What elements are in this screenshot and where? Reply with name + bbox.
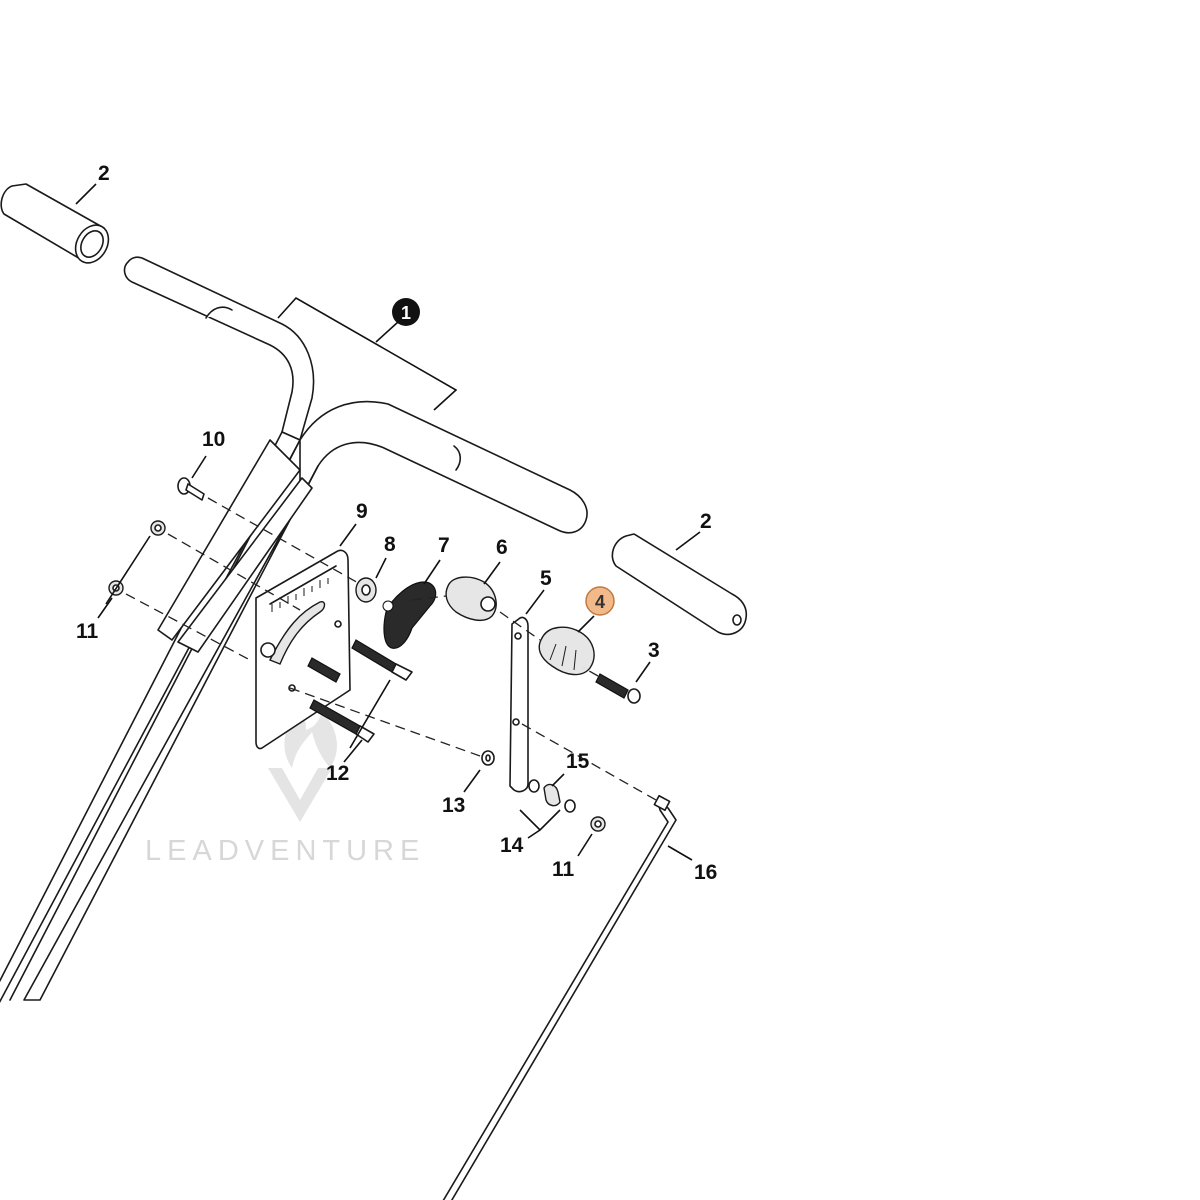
callout-6: 6 [496,536,508,559]
link-bar [509,616,529,793]
watermark-text: LEADVENTURE [145,835,425,867]
bushing-15 [543,783,561,807]
callout-15: 15 [566,750,590,773]
washer-left [528,779,540,793]
control-rod [442,794,677,1200]
flat-washer [481,750,495,766]
callout-11-left: 11 [76,620,99,643]
callout-4-badge [585,586,615,616]
bolt-upper [307,639,413,683]
cap-screw [595,673,641,704]
callout-5: 5 [540,567,552,590]
washer-right [564,799,576,813]
callout-2-left: 2 [98,162,110,185]
assembly-lines [125,497,657,801]
callout-7: 7 [438,534,450,557]
clevis-pin [177,477,205,501]
callout-9: 9 [356,500,368,523]
callout-13: 13 [442,794,465,817]
callout-3: 3 [648,639,660,662]
callout-8: 8 [384,533,396,556]
callout-1: 1 [401,303,411,323]
callout-11-right: 11 [552,858,575,881]
adjustment-knob [445,576,497,622]
leader-lines [75,183,701,861]
callout-2-right: 2 [700,510,712,533]
spacer-bushing [355,577,377,603]
hand-grip-left [0,183,110,264]
callout-10: 10 [202,428,225,451]
knob-sleeve [538,626,595,676]
angle-plate [255,549,351,750]
star-knob [382,581,437,649]
callout-12: 12 [326,762,349,785]
callout-16: 16 [694,861,717,884]
hex-nut-right [590,816,606,832]
callouts: 2 1 10 9 8 7 6 5 2 4 3 11 12 13 15 14 11… [76,162,717,884]
hand-grip-right [611,533,748,636]
callout-14: 14 [500,834,524,857]
callout-4: 4 [595,592,605,612]
hex-nut-upper [150,520,166,536]
callout-1-badge [392,298,420,326]
handlebar-frame [0,256,588,1003]
